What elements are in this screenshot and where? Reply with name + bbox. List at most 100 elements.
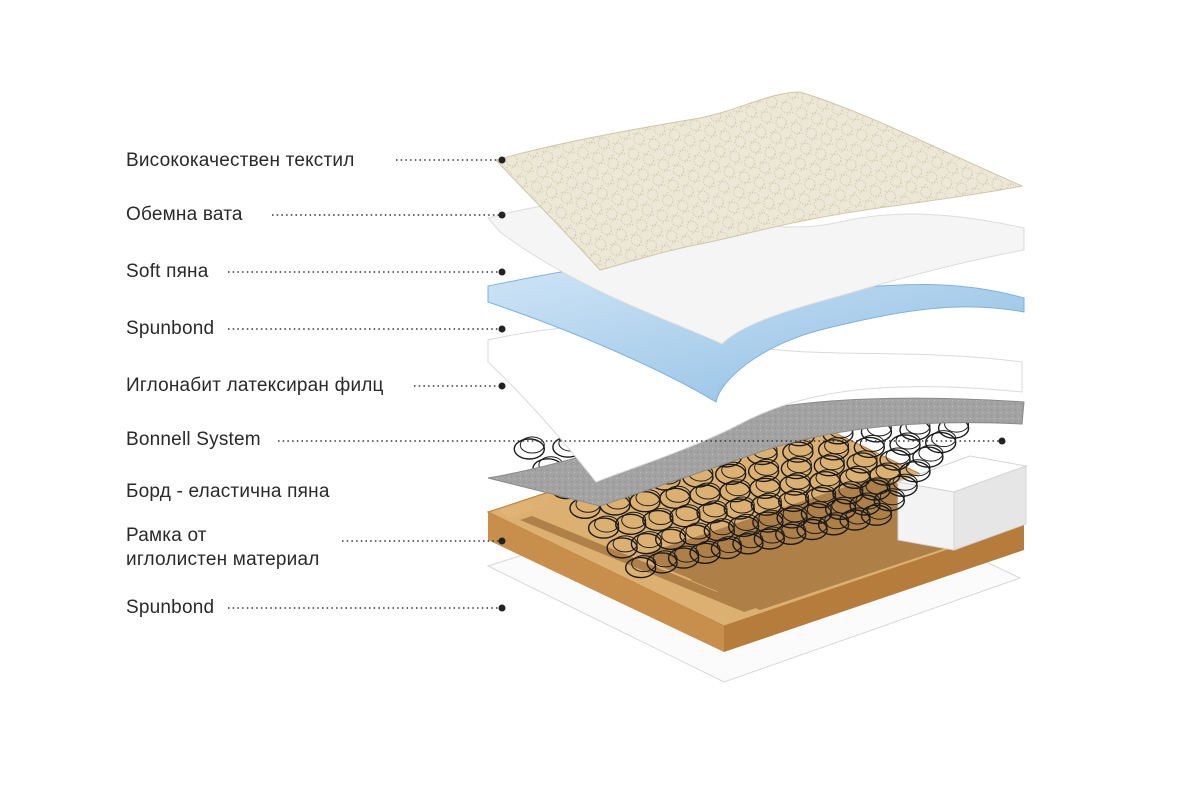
spring-coil — [646, 552, 678, 574]
spring-coil — [860, 504, 893, 526]
spring-coil — [839, 509, 871, 531]
spring-coil — [689, 542, 721, 564]
label-border-foam: Борд - еластична пяна — [126, 481, 330, 502]
mattress-stack — [486, 91, 1028, 683]
spring-coil-inner — [721, 461, 747, 479]
spring-coil-inner — [594, 515, 620, 533]
spring-coil-inner — [918, 444, 944, 462]
spring-coil — [780, 457, 813, 480]
spring-coil-inner — [729, 496, 755, 514]
spring-coil — [777, 490, 810, 513]
label-frame-text-2: иглолистен материал — [126, 549, 320, 570]
spring-coil-inner — [661, 526, 687, 544]
foam-border-block — [896, 455, 1028, 551]
spring-coil — [679, 524, 711, 546]
spring-coil — [775, 523, 807, 545]
label-frame: Рамка от иглолистен материал — [126, 525, 506, 570]
spring-coil — [659, 487, 691, 509]
spring-coil-inner — [895, 432, 921, 450]
spring-coil — [587, 517, 620, 539]
spring-coil — [839, 467, 871, 489]
spring-coil-inner — [675, 504, 701, 522]
label-frame-text-1: Рамка от — [126, 525, 207, 546]
spring-coil — [749, 477, 781, 499]
spring-coil — [629, 491, 661, 513]
spring-coil — [925, 431, 957, 454]
spring-coil — [817, 439, 850, 461]
spring-coil — [630, 532, 663, 555]
spring-coil — [796, 518, 828, 541]
label-wadding-text: Обемна вата — [126, 204, 243, 225]
spring-coil — [912, 446, 944, 468]
label-spunbond-top: Spunbond — [126, 318, 506, 339]
label-spunbond-bottom-text: Spunbond — [126, 597, 214, 618]
spring-coil — [809, 471, 841, 493]
label-felt: Иглонабит латексиран филц — [126, 375, 506, 396]
label-textile-text: Висококачествен текстил — [126, 150, 355, 171]
spring-coil — [513, 438, 545, 460]
spring-coil — [776, 507, 808, 529]
spring-coil-inner — [734, 513, 760, 531]
spring-coil — [782, 441, 814, 463]
spring-coil — [747, 460, 780, 483]
spring-coil-inner — [636, 531, 662, 549]
spring-coil-inner — [685, 522, 711, 540]
spring-coil — [667, 547, 700, 569]
spring-coil — [853, 436, 885, 459]
spring-coil — [779, 474, 811, 496]
textile-layer — [495, 91, 1024, 271]
spring-coil-inner — [905, 459, 931, 477]
spring-coil — [752, 511, 784, 533]
spring-coil-inner — [756, 492, 782, 510]
spring-coil — [719, 481, 751, 503]
spring-coil-inner — [931, 430, 957, 448]
spring-coil — [879, 449, 911, 471]
spring-coil — [817, 514, 850, 536]
layer-labels: Висококачествен текстил Обемна вата Soft… — [126, 150, 1006, 618]
spring-coil — [642, 509, 674, 532]
label-wadding: Обемна вата — [126, 204, 506, 225]
spring-coil-inner — [621, 511, 647, 529]
spring-coil — [805, 486, 837, 509]
label-border-foam-text: Борд - еластична пяна — [126, 481, 330, 502]
spring-coil — [889, 434, 921, 456]
spring-coil-inner — [648, 508, 674, 525]
spring-coil — [750, 494, 783, 516]
spring-coil — [753, 528, 785, 550]
spring-coil-inner — [784, 488, 810, 506]
spring-coil — [732, 533, 764, 555]
spring-coil — [710, 537, 743, 560]
spring-coil-inner — [754, 458, 780, 476]
spring-coil-inner — [702, 500, 728, 518]
spring-coil — [625, 556, 657, 579]
spring-coil-inner — [758, 509, 784, 527]
spring-coil-inner — [859, 434, 885, 452]
spring-coil-inner — [866, 502, 892, 520]
spring-coil — [669, 506, 701, 528]
spring-coil-inner — [519, 436, 545, 454]
spring-coil-inner — [709, 518, 735, 536]
spring-coil-inner — [612, 535, 638, 553]
label-spunbond-bottom: Spunbond — [126, 597, 506, 618]
spring-coil-inner — [879, 488, 905, 506]
spring-coil — [723, 498, 755, 520]
spring-coil — [813, 455, 845, 477]
label-felt-text: Иглонабит латексиран филц — [126, 375, 384, 396]
spring-coil-inner — [852, 450, 878, 468]
spring-coil — [846, 452, 878, 474]
label-soft-foam: Soft пяна — [126, 261, 506, 282]
spring-coil-inner — [885, 447, 911, 465]
spring-coil — [606, 537, 638, 559]
spring-coil — [715, 463, 747, 485]
spring-coil-inner — [892, 473, 918, 491]
label-bonnell: Bonnell System — [126, 429, 1006, 450]
spring-coil — [615, 513, 647, 535]
label-soft-foam-text: Soft пяна — [126, 261, 209, 282]
spring-coil-inner — [838, 481, 864, 499]
label-bonnell-text: Bonnell System — [126, 429, 261, 450]
spring-coil — [727, 515, 760, 538]
label-spunbond-top-text: Spunbond — [126, 318, 214, 339]
spring-coil — [655, 528, 687, 550]
label-textile: Висококачествен текстил — [126, 150, 506, 171]
